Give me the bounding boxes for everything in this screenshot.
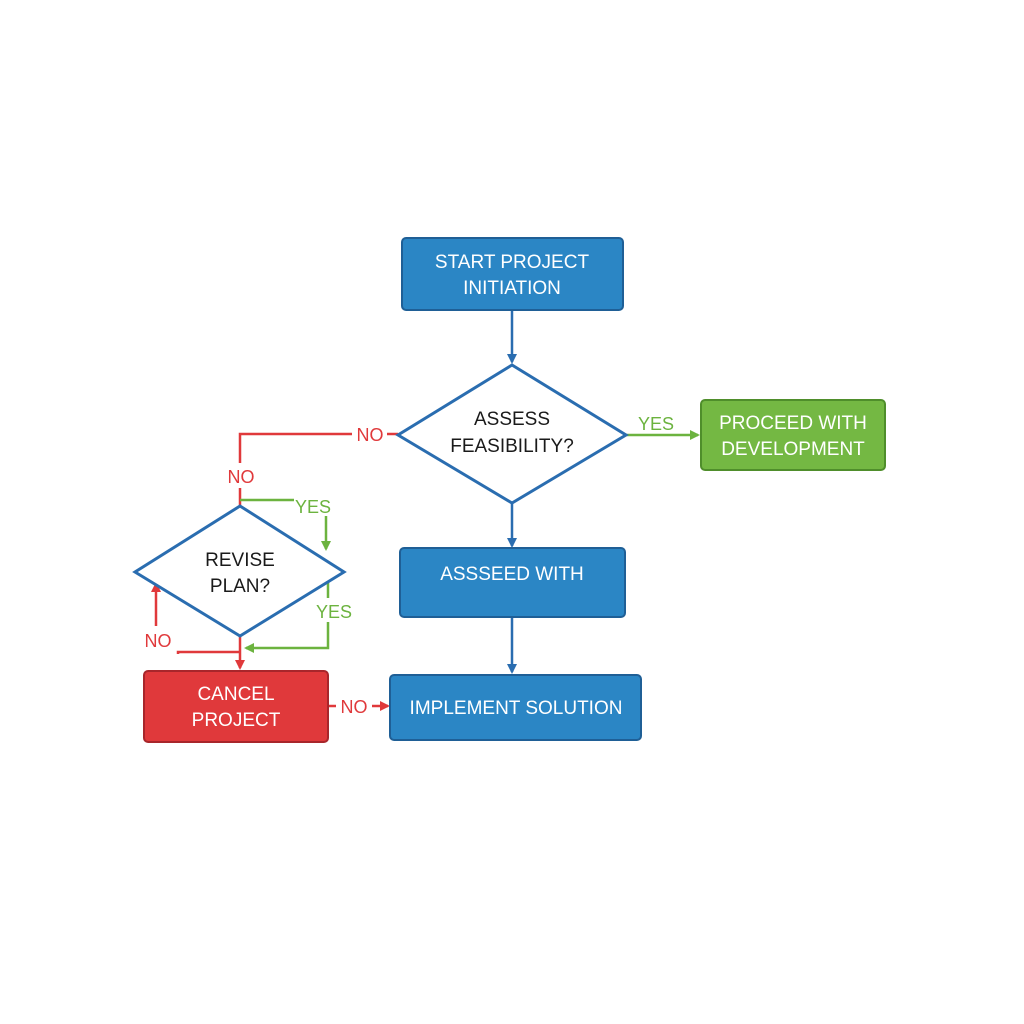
edge-label-assess-yes: YES	[638, 414, 674, 434]
node-revise-label-2: PLAN?	[210, 576, 270, 597]
node-cancel-project: CANCEL PROJECT	[143, 670, 329, 743]
node-assseed-with: ASSSEED WITH	[399, 547, 626, 618]
edge-label-cancel-no: NO	[341, 697, 368, 717]
node-start-project: START PROJECT INITIATION	[401, 237, 624, 311]
edge-label-no-to-revise: NO	[228, 467, 255, 487]
node-implement-label: IMPLEMENT SOLUTION	[410, 698, 623, 719]
edge-label-assess-no: NO	[357, 425, 384, 445]
edge-revise-yes-right-return	[244, 622, 330, 653]
node-start-label-2: INITIATION	[463, 278, 561, 299]
node-assess-feasibility: ASSESS FEASIBILITY?	[395, 363, 629, 505]
node-cancel-label-1: CANCEL	[197, 684, 274, 705]
node-revise-label-1: REVISE	[205, 550, 275, 571]
edge-label-revise-yes-right: YES	[316, 602, 352, 622]
edge-revise-no-line	[176, 650, 240, 654]
node-assess-label-2: FEASIBILITY?	[450, 436, 574, 457]
node-implement-solution: IMPLEMENT SOLUTION	[389, 674, 642, 741]
edge-label-revise-no: NO	[145, 631, 172, 651]
node-assess-label-1: ASSESS	[474, 409, 550, 430]
node-proceed-with-development: PROCEED WITH DEVELOPMENT	[700, 399, 886, 471]
edge-no-to-revise-line	[238, 432, 352, 463]
node-cancel-label-2: PROJECT	[192, 710, 281, 731]
node-proceed-label-1: PROCEED WITH	[719, 413, 867, 434]
node-revise-plan: REVISE PLAN?	[132, 504, 347, 638]
node-assseed-label: ASSSEED WITH	[440, 564, 584, 585]
node-start-label-1: START PROJECT	[435, 252, 590, 273]
node-proceed-label-2: DEVELOPMENT	[721, 439, 865, 460]
edge-label-revise-yes-top: YES	[295, 497, 331, 517]
